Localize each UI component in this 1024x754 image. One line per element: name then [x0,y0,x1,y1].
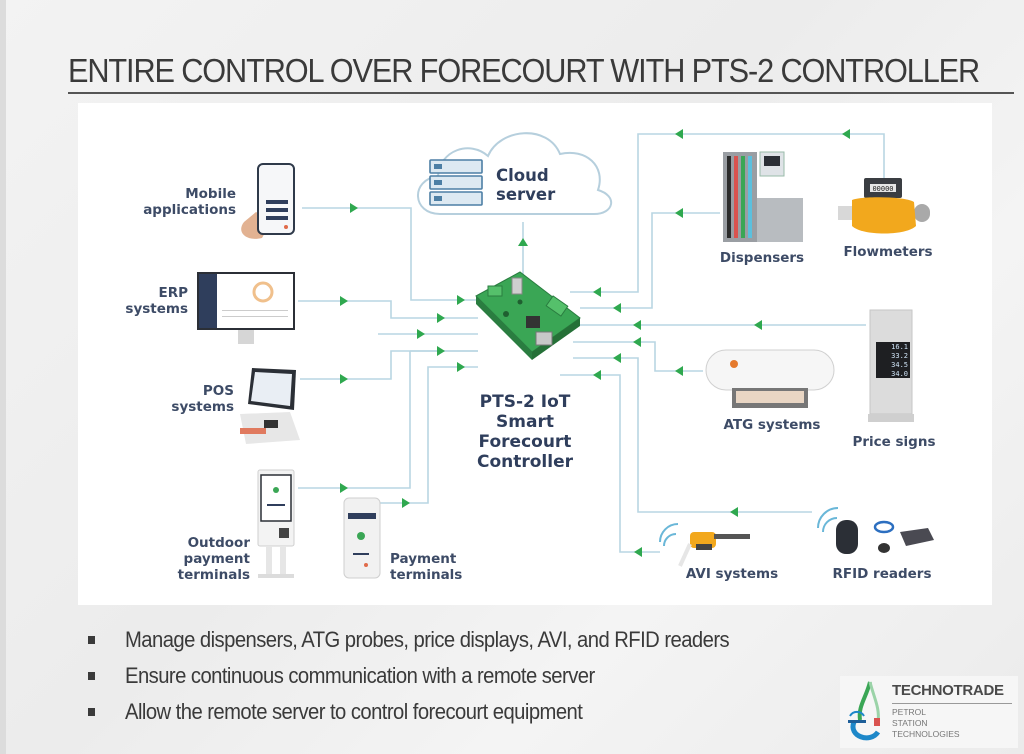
arrow [457,295,465,305]
line-flowmeter [570,133,885,293]
slide-title: ENTIRE CONTROL OVER FORECOURT WITH PTS-2… [68,52,980,89]
line-mobile [302,207,478,301]
logo-divider [892,703,1012,704]
title-underline [68,92,1014,94]
arrow [340,374,348,384]
price-sign-values: 16.1 33.2 34.5 34.0 [891,343,908,378]
arrow [437,346,445,356]
arrow [340,296,348,306]
arrow [633,320,641,330]
pts2-controller-board-icon [475,271,581,360]
arrow [634,547,642,557]
bullet-square-icon [88,708,95,716]
atg-tank-icon [705,349,835,408]
technotrade-logo: TECHNOTRADE PETROL STATION TECHNOLOGIES [840,676,1018,748]
cloud-icon [417,132,612,215]
fuel-dispenser-icon [723,151,803,242]
node-label-flowmeters: Flowmeters [843,244,933,260]
arrow [613,353,621,363]
controller-label: PTS-2 IoT Smart Forecourt Controller [476,392,573,472]
price-value: 16.1 [891,343,908,351]
logo-tagline: PETROL STATION TECHNOLOGIES [892,707,960,739]
erp-monitor-icon [197,272,295,344]
node-label-payment: Payment terminals [390,551,463,583]
line-erp [298,300,478,319]
price-value: 34.0 [891,370,908,378]
flowmeter-reading: 00000 [872,185,893,193]
arrow [402,498,410,508]
arrow [417,329,425,339]
arrow [593,287,601,297]
node-label-outdoor: Outdoor payment terminals [177,535,250,583]
avi-nozzle-icon [659,523,750,567]
price-value: 34.5 [891,361,908,369]
node-label-pos: POS systems [171,383,234,415]
node-label-erp: ERP systems [125,285,188,317]
arrow [675,129,683,139]
node-label-price-signs: Price signs [852,434,936,450]
flowmeter-icon: 00000 [838,178,930,234]
flow-arrows [340,129,850,557]
line-rfid [573,357,812,513]
price-sign-icon [868,309,914,422]
arrow [633,337,641,347]
arrow [842,129,850,139]
server-rack-icon [429,159,483,206]
cloud-server-label: Cloud server [496,166,556,204]
arrow [593,370,601,380]
payment-terminal-icon [343,497,381,579]
bullet-square-icon [88,672,95,680]
arrow [340,483,348,493]
arrow [730,507,738,517]
rfid-reader-icon [817,507,934,554]
arrow [675,366,683,376]
outdoor-kiosk-icon [257,469,295,578]
arrow [437,313,445,323]
price-value: 33.2 [891,352,908,360]
arrow [613,303,621,313]
drop-logo-icon [848,681,881,741]
line-pos [300,350,478,380]
feature-item: Manage dispensers, ATG probes, price dis… [88,622,782,658]
pos-terminal-icon [240,368,300,444]
feature-list: Manage dispensers, ATG probes, price dis… [88,622,782,730]
slide-edge [0,0,6,754]
node-label-atg: ATG systems [723,417,821,433]
node-label-avi: AVI systems [685,566,779,582]
bullet-square-icon [88,636,95,644]
arrow [518,238,528,246]
line-outdoor [298,351,411,489]
feature-item: Ensure continuous communication with a r… [88,658,782,694]
logo-name: TECHNOTRADE [892,682,1004,699]
node-label-dispensers: Dispensers [719,250,805,266]
node-label-rfid: RFID readers [832,566,932,582]
arrow [675,208,683,218]
arrow [754,320,762,330]
node-label-mobile: Mobile applications [143,186,236,218]
mobile-phone-icon [241,163,295,239]
arrow [457,362,465,372]
arrow [350,203,358,213]
feature-item: Allow the remote server to control forec… [88,694,782,730]
